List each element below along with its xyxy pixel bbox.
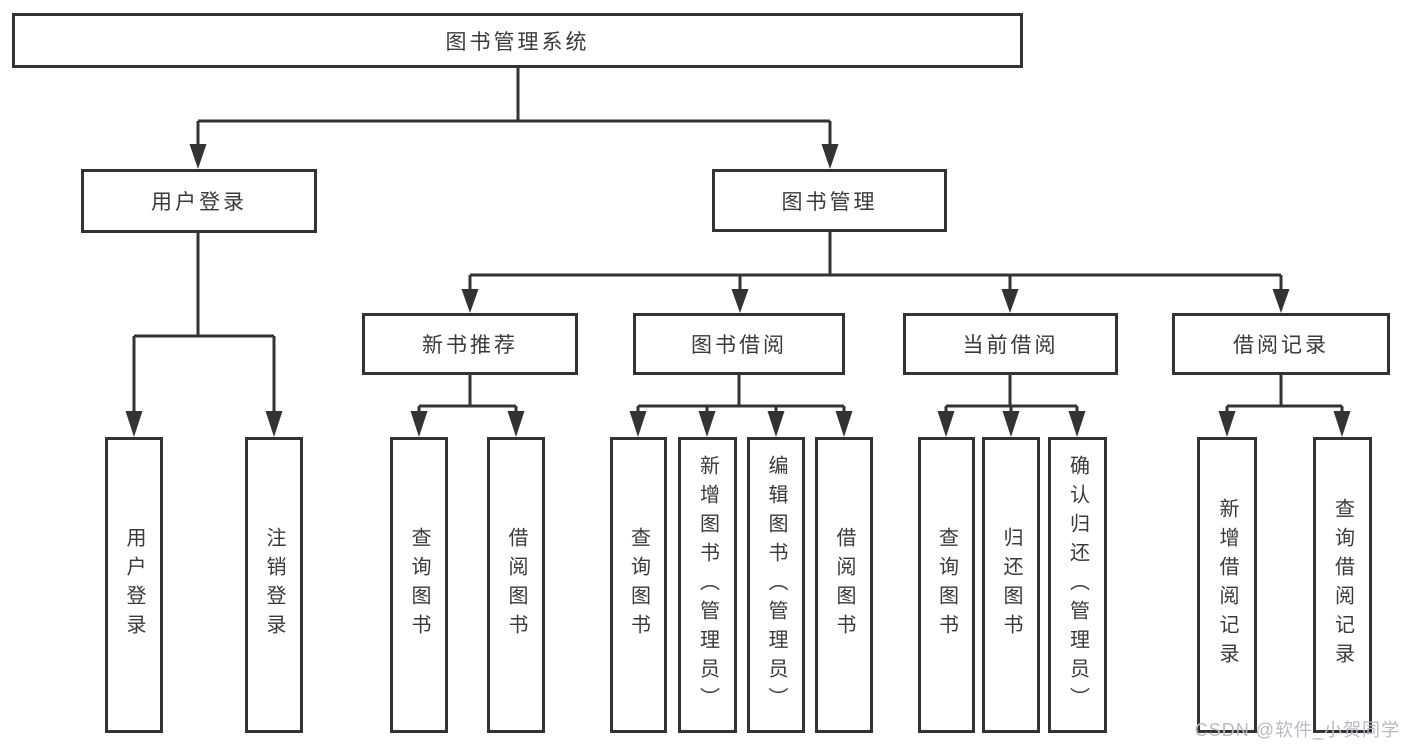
node-book-borrowing: 图书借阅 — [633, 313, 845, 375]
node-new-book-recommendation: 新书推荐 — [362, 313, 578, 375]
node-borrowing-records: 借阅记录 — [1172, 313, 1390, 375]
leaf-query-borrow-record: 查询借阅记录 — [1313, 437, 1372, 733]
leaf-confirm-return-admin-label: 确认归还（管理员） — [1066, 454, 1089, 716]
leaf-return-books-label: 归还图书 — [1000, 527, 1022, 643]
leaf-query-books-borrowing: 查询图书 — [610, 437, 667, 733]
node-current-borrowing: 当前借阅 — [903, 313, 1118, 375]
csdn-watermark: CSDN @软件_小贺同学 — [1194, 720, 1400, 740]
leaf-query-books-newbook-label: 查询图书 — [408, 527, 430, 643]
connector-path — [132, 68, 1344, 414]
leaf-user-login: 用户登录 — [105, 437, 163, 733]
leaf-query-books-current: 查询图书 — [918, 437, 975, 733]
leaf-borrow-books-newbook: 借阅图书 — [487, 437, 545, 733]
leaf-query-books-current-label: 查询图书 — [935, 527, 958, 643]
leaf-borrow-books-borrowing-label: 借阅图书 — [833, 527, 855, 643]
leaf-query-borrow-record-label: 查询借阅记录 — [1331, 498, 1354, 672]
leaf-user-login-label: 用户登录 — [123, 527, 145, 643]
leaf-borrow-books-newbook-label: 借阅图书 — [505, 527, 527, 643]
leaf-query-books-borrowing-label: 查询图书 — [627, 527, 650, 643]
node-user-login: 用户登录 — [81, 169, 317, 233]
node-library-management-system: 图书管理系统 — [12, 13, 1023, 68]
leaf-query-books-newbook: 查询图书 — [390, 437, 448, 733]
leaf-add-borrow-record-label: 新增借阅记录 — [1216, 498, 1238, 672]
leaf-add-books-admin-label: 新增图书（管理员） — [696, 454, 719, 716]
leaf-return-books: 归还图书 — [982, 437, 1040, 733]
leaf-add-borrow-record: 新增借阅记录 — [1197, 437, 1257, 733]
leaf-add-books-admin: 新增图书（管理员） — [678, 437, 737, 733]
leaf-edit-books-admin: 编辑图书（管理员） — [747, 437, 805, 733]
leaf-logout: 注销登录 — [245, 437, 303, 733]
leaf-logout-label: 注销登录 — [263, 527, 285, 643]
leaf-edit-books-admin-label: 编辑图书（管理员） — [765, 454, 787, 716]
arrowheads — [125, 144, 1351, 437]
leaf-borrow-books-borrowing: 借阅图书 — [815, 437, 873, 733]
node-book-management: 图书管理 — [712, 169, 947, 232]
leaf-confirm-return-admin: 确认归还（管理员） — [1048, 437, 1107, 733]
